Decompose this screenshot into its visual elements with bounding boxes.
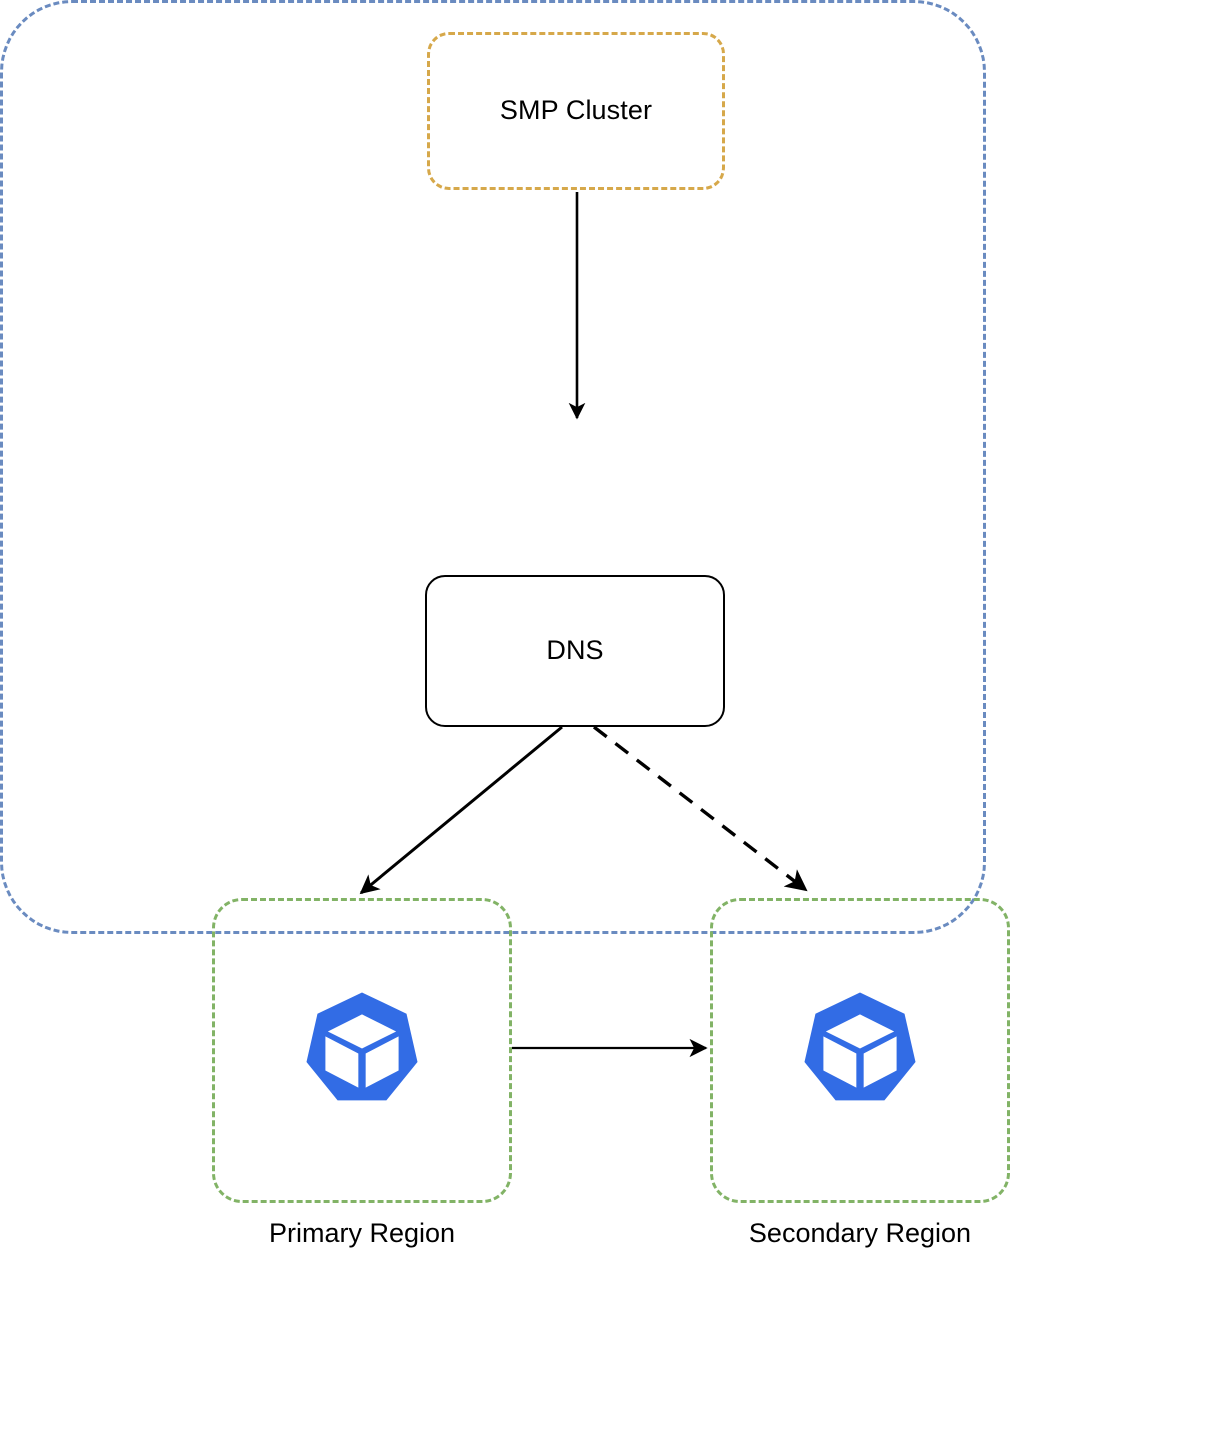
smp-cluster-label: SMP Cluster (499, 95, 653, 126)
secondary-region-node[interactable] (710, 898, 1010, 1203)
primary-region-node[interactable] (212, 898, 512, 1203)
dns-node[interactable]: DNS (425, 575, 725, 727)
kubernetes-icon (301, 990, 423, 1112)
platform-container-node[interactable] (0, 0, 986, 934)
primary-region-label: Primary Region (268, 1218, 456, 1248)
kubernetes-icon (799, 990, 921, 1112)
secondary-region-label: Secondary Region (748, 1218, 972, 1248)
dns-label: DNS (546, 635, 604, 666)
smp-cluster-node[interactable]: SMP Cluster (427, 32, 725, 190)
